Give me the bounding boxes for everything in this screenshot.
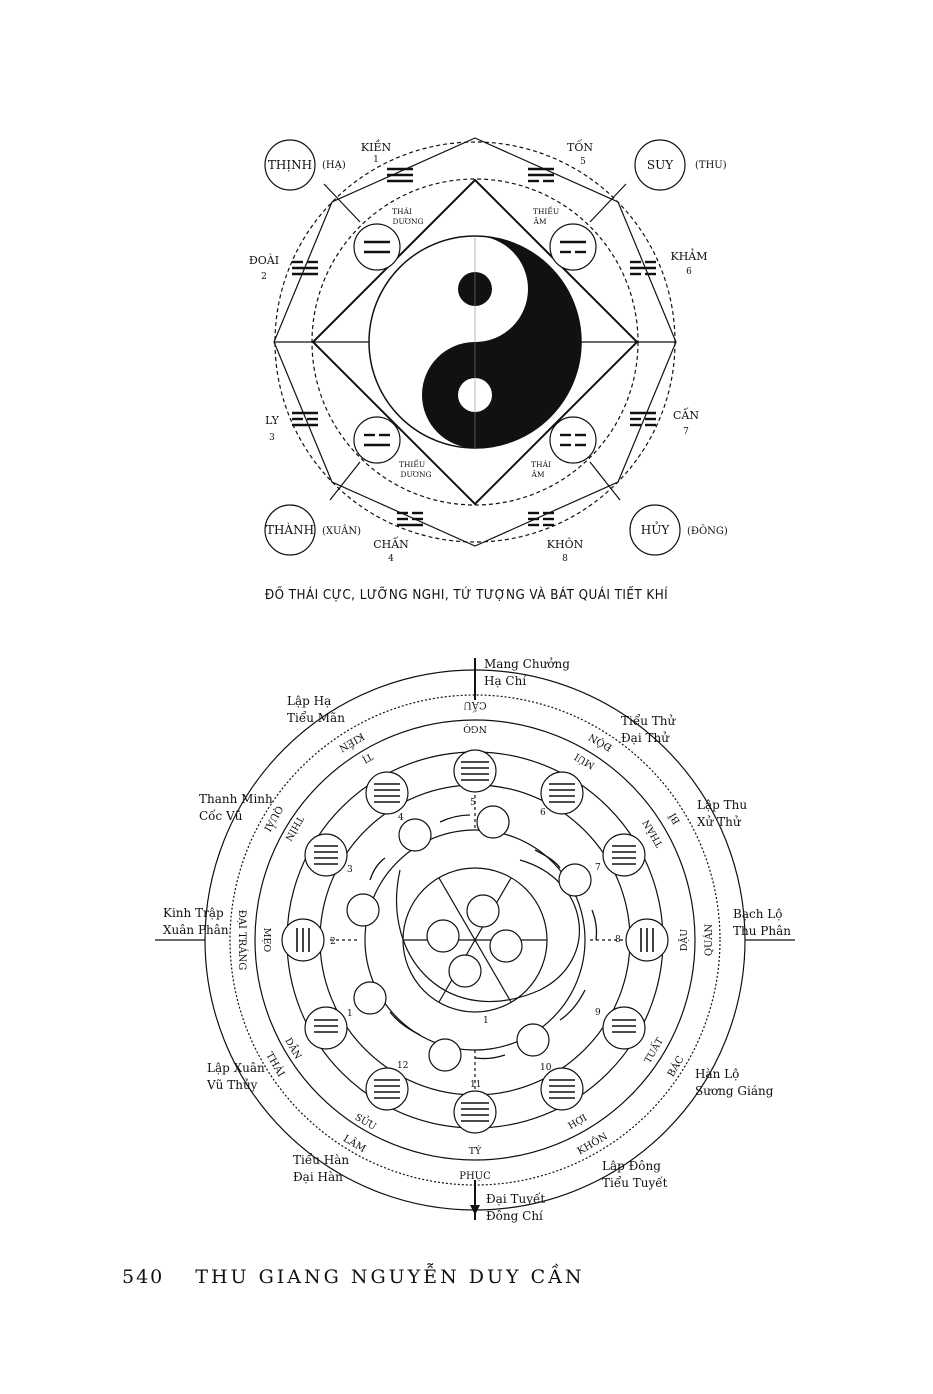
term-label: Lập Xuân bbox=[207, 1061, 265, 1075]
term-label: Kinh Trập bbox=[163, 906, 224, 920]
trigram-label: CHẤN bbox=[373, 536, 409, 551]
xiang-label: DƯƠNG bbox=[392, 217, 423, 226]
hexagram-name: QUẢI bbox=[261, 803, 286, 834]
month-number: 11 bbox=[470, 1080, 481, 1090]
xiang-label: THIẾU bbox=[533, 206, 559, 216]
hexagram-name: PHỤC bbox=[459, 1171, 491, 1182]
hexagram-name: BÁC bbox=[665, 1054, 687, 1080]
page-number: 540 bbox=[122, 1266, 165, 1288]
season-circle-thanh: THÀNH bbox=[266, 522, 314, 537]
branch-name: NGỌ bbox=[463, 723, 487, 734]
month-number: 1 bbox=[347, 1009, 353, 1019]
branch-name: HỢI bbox=[566, 1112, 589, 1132]
trigram-label: TỐN bbox=[567, 139, 593, 154]
term-label: Hàn Lộ bbox=[695, 1067, 739, 1081]
trigram-label: CẤN bbox=[673, 407, 699, 422]
hexagram-name: ĐỘN bbox=[586, 731, 614, 754]
term-label: Thanh Minh bbox=[199, 792, 273, 806]
month-number: 10 bbox=[540, 1063, 552, 1073]
page-footer: 540 THU GIANG NGUYỄN DUY CẦN bbox=[122, 1266, 584, 1288]
term-label: Tiểu Thử bbox=[621, 713, 677, 728]
term-label: Sương Giáng bbox=[695, 1084, 774, 1098]
month-number: 9 bbox=[595, 1008, 601, 1018]
month-number: 3 bbox=[347, 865, 353, 875]
trigram-number: 5 bbox=[580, 157, 586, 167]
trigram-number: 1 bbox=[373, 155, 379, 165]
hexagram-name: BĨ bbox=[667, 811, 683, 827]
hexagram-name: ĐẠI TRÁNG bbox=[236, 910, 248, 971]
trigram-label: LY bbox=[265, 414, 280, 427]
hexagram-name: CẤU bbox=[463, 699, 486, 712]
center-number: 1 bbox=[483, 1016, 489, 1026]
trigram-label: KHÔN bbox=[547, 537, 584, 551]
season-label-dong: (ĐÔNG) bbox=[687, 525, 728, 537]
hexagram-name: LÂM bbox=[341, 1133, 368, 1155]
diagram-caption: ĐỒ THÁI CỰC, LƯỠNG NGHI, TỨ TƯỢNG VÀ BÁT… bbox=[264, 588, 669, 603]
xiang-label: DƯƠNG bbox=[400, 470, 431, 479]
term-label: Đông Chí bbox=[486, 1209, 543, 1223]
season-label-xuan: (XUÂN) bbox=[322, 525, 361, 537]
term-label: Xuân Phân bbox=[163, 923, 229, 937]
xiang-label: ÂM bbox=[532, 217, 546, 226]
season-label-thu: (THU) bbox=[695, 160, 727, 171]
xiang-label: ÂM bbox=[530, 470, 544, 479]
branch-name: SỬU bbox=[353, 1110, 379, 1133]
xiang-label: THÁI bbox=[392, 207, 412, 216]
term-label: Hạ Chí bbox=[484, 674, 526, 688]
term-label: Đại Hàn bbox=[293, 1170, 343, 1184]
month-number: 7 bbox=[595, 863, 601, 873]
term-label: Xử Thử bbox=[697, 815, 742, 829]
term-label: Vũ Thủy bbox=[206, 1078, 258, 1092]
yin-yang-icon bbox=[368, 235, 582, 449]
term-label: Mang Chưởng bbox=[484, 657, 570, 671]
hexagram-name: THÁI bbox=[263, 1050, 287, 1079]
term-label: Bạch Lộ bbox=[733, 907, 782, 921]
term-label: Tiểu Mãn bbox=[287, 710, 345, 725]
branch-name: MẸO bbox=[261, 928, 272, 953]
author-name: THU GIANG NGUYỄN DUY CẦN bbox=[195, 1266, 585, 1288]
hexagram-calendar-diagram: Mang Chưởng Hạ Chí Tiểu Thử Đại Thử Lập … bbox=[155, 657, 795, 1223]
term-label: Lập Đông bbox=[602, 1159, 661, 1173]
term-label: Đại Tuyết bbox=[486, 1191, 545, 1206]
taiji-bagua-diagram: THỊNH (HẠ) SUY (THU) THÀNH (XUÂN) HỦY (Đ… bbox=[249, 137, 728, 564]
season-circle-huy: HỦY bbox=[641, 520, 671, 537]
branch-name: THÂN bbox=[640, 818, 665, 850]
trigram-number: 8 bbox=[562, 554, 568, 564]
xiang-label: THIẾU bbox=[399, 459, 425, 469]
branch-name: TÝ bbox=[469, 1145, 482, 1157]
term-label: Lập Thu bbox=[697, 798, 747, 812]
branch-name: TUẤT bbox=[641, 1035, 666, 1066]
hexagram-name: QUÁN bbox=[703, 924, 715, 957]
term-label: Tiểu Hàn bbox=[293, 1152, 349, 1167]
trigram-label: KHẢM bbox=[670, 248, 707, 263]
branch-name: DẦN bbox=[282, 1035, 305, 1061]
term-label: Lập Hạ bbox=[287, 694, 331, 708]
season-circle-thinh: THỊNH bbox=[268, 158, 312, 172]
trigram-label: ĐOÀI bbox=[249, 253, 279, 267]
branch-name: TỊ bbox=[360, 750, 374, 765]
month-number: 8 bbox=[615, 935, 621, 945]
hexagram-name: KHÔN bbox=[575, 1130, 610, 1157]
trigram-number: 7 bbox=[683, 427, 689, 437]
trigram-number: 3 bbox=[269, 433, 275, 443]
trigram-number: 4 bbox=[388, 554, 394, 564]
month-number: 2 bbox=[330, 937, 336, 947]
term-label: Đại Thử bbox=[621, 731, 670, 745]
trigram-label: KIỀN bbox=[361, 139, 392, 154]
trigram-number: 6 bbox=[686, 267, 692, 277]
month-number: 5 bbox=[470, 798, 476, 808]
month-number: 4 bbox=[398, 813, 404, 823]
month-number: 12 bbox=[397, 1061, 408, 1071]
term-label: Thu Phân bbox=[733, 924, 791, 938]
term-label: Cốc Vũ bbox=[199, 808, 243, 823]
trigram-number: 2 bbox=[261, 272, 267, 282]
branch-name: DẬU bbox=[678, 929, 690, 951]
season-label-ha: (HẠ) bbox=[322, 160, 346, 171]
branch-name: MÙI bbox=[572, 750, 597, 771]
xiang-label: THÁI bbox=[531, 460, 551, 469]
season-circle-suy: SUY bbox=[647, 158, 674, 172]
month-number: 6 bbox=[540, 808, 546, 818]
term-label: Tiểu Tuyết bbox=[602, 1175, 668, 1190]
